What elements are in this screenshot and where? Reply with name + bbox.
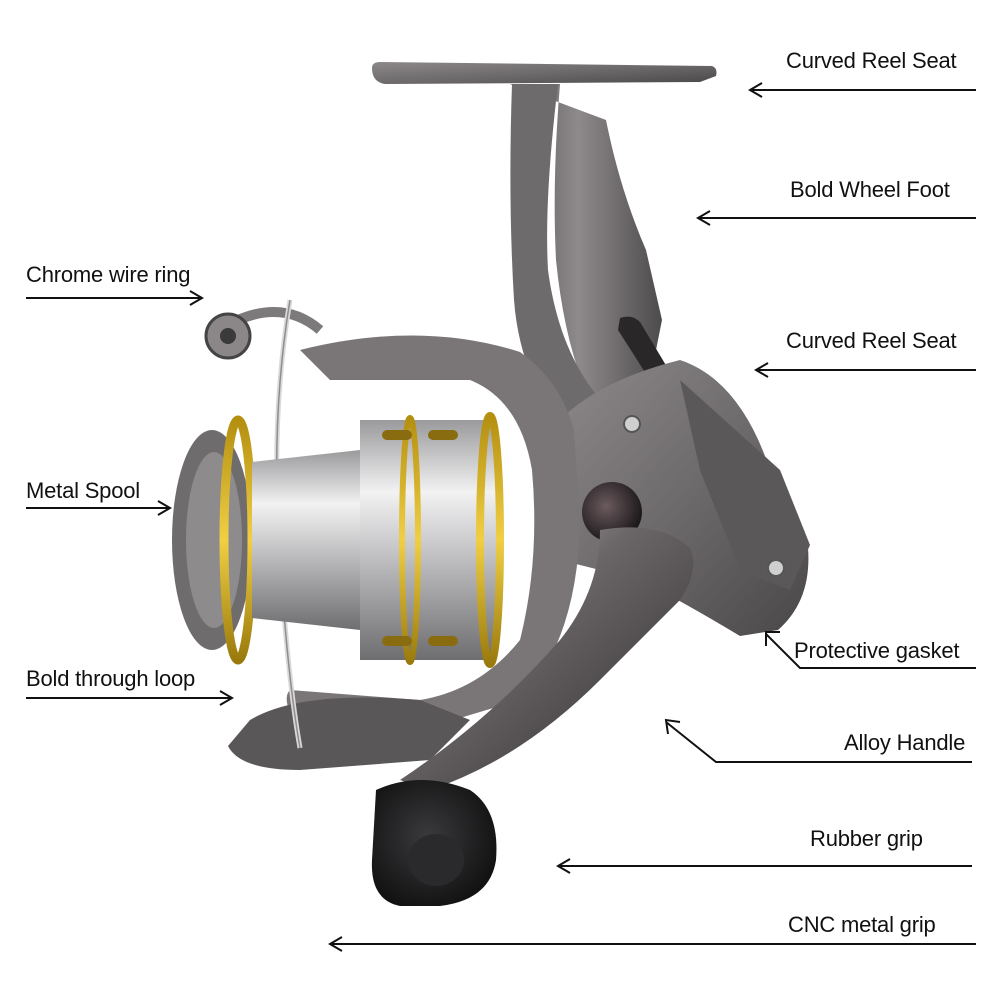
arrow-curved-reel-seat-top [748, 82, 976, 98]
arrow-bold-through-loop [26, 690, 234, 706]
callout-bold-wheel-foot: Bold Wheel Foot [790, 177, 950, 202]
rotor-frame-lower [228, 697, 470, 770]
arrow-bold-wheel-foot [696, 210, 976, 226]
callout-chrome-wire-ring: Chrome wire ring [26, 262, 191, 287]
callout-protective-gasket: Protective gasket [794, 638, 960, 663]
reel-seat-foot [372, 62, 717, 84]
arrow-protective-gasket [765, 631, 976, 669]
screw-lower [767, 559, 785, 577]
callout-rubber-grip: Rubber grip [810, 826, 923, 851]
screw-upper [623, 415, 641, 433]
callout-cnc-metal-grip: CNC metal grip [788, 912, 936, 937]
spool-gold-ring-rear [476, 412, 504, 668]
spool-body [252, 450, 360, 630]
arrow-rubber-grip [556, 858, 972, 874]
callout-metal-spool: Metal Spool [26, 478, 140, 503]
bail-arm [236, 307, 324, 334]
spool-gold-ring-mid [399, 415, 421, 665]
gear-housing-back [680, 380, 810, 590]
callout-curved-reel-seat-top: Curved Reel Seat [786, 48, 957, 73]
spool-skirt [360, 420, 500, 660]
rotor-nut [582, 482, 642, 542]
reel-stem [510, 84, 662, 430]
arrow-metal-spool [26, 500, 172, 516]
knob-cap [408, 834, 464, 886]
alloy-handle-arm [400, 527, 694, 790]
reel-stem-main [510, 84, 610, 440]
arrow-chrome-wire-ring [26, 290, 204, 306]
arrow-curved-reel-seat-mid [754, 362, 976, 378]
arrow-alloy-handle [664, 718, 972, 763]
callout-bold-through-loop: Bold through loop [26, 666, 196, 691]
arrow-cnc-metal-grip [328, 936, 976, 952]
callout-curved-reel-seat-mid: Curved Reel Seat [786, 328, 957, 353]
callout-alloy-handle: Alloy Handle [844, 730, 966, 755]
